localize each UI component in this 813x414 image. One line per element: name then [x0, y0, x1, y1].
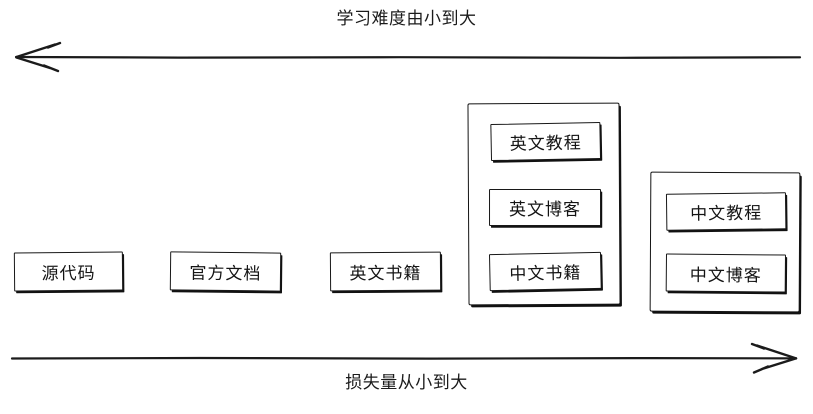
node-label: 英文书籍	[349, 263, 422, 284]
node-label: 中文书籍	[509, 263, 582, 284]
arrow-right-icon	[10, 342, 798, 374]
node-label: 英文博客	[509, 199, 582, 219]
node-label: 中文博客	[689, 265, 762, 285]
node-label: 中文教程	[690, 203, 763, 224]
node-english-blog[interactable]: 英文博客	[489, 188, 602, 226]
node-label: 英文教程	[509, 133, 582, 154]
node-label: 官方文档	[189, 263, 262, 284]
node-chinese-blog[interactable]: 中文博客	[665, 253, 787, 293]
english-group-box[interactable]: 英文教程 英文博客 中文书籍	[467, 102, 621, 306]
node-official-docs[interactable]: 官方文档	[169, 251, 282, 292]
node-english-tutorial[interactable]: 英文教程	[490, 121, 602, 162]
top-axis-label: 学习难度由小到大	[336, 9, 477, 28]
node-source-code[interactable]: 源代码	[13, 251, 124, 292]
node-chinese-books[interactable]: 中文书籍	[488, 251, 602, 292]
node-english-books[interactable]: 英文书籍	[329, 251, 442, 292]
chinese-group-box[interactable]: 中文教程 中文博客	[649, 171, 801, 313]
bottom-axis-label: 损失量从小到大	[345, 373, 468, 392]
arrow-left-icon	[14, 41, 802, 73]
node-chinese-tutorial[interactable]: 中文教程	[665, 192, 787, 231]
node-label: 源代码	[41, 263, 96, 284]
